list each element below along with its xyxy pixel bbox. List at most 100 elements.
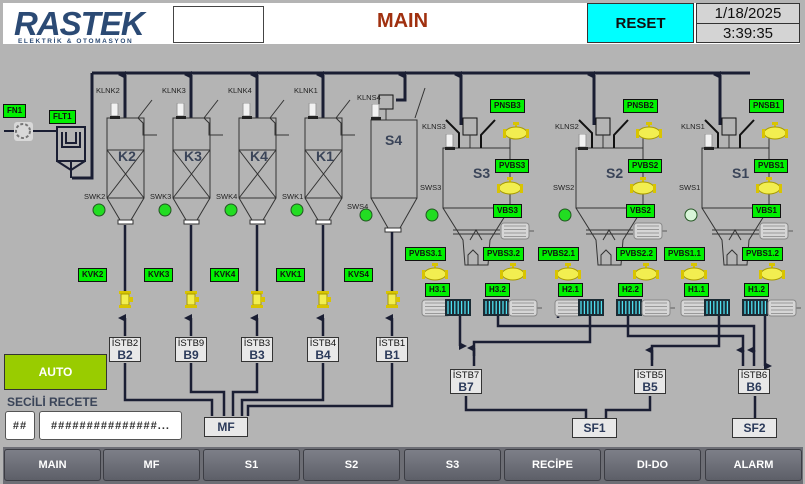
- sensor-tag-swk2: SWK2: [84, 192, 106, 201]
- valve-pvbs2[interactable]: [630, 177, 656, 195]
- gate-valve-kvk1[interactable]: [314, 289, 332, 309]
- label-pvbs1: PVBS1: [754, 159, 789, 173]
- scale-b7[interactable]: İSTB7 B7: [450, 369, 482, 394]
- valve-tag-klnk3: KLNK3: [162, 86, 186, 95]
- valve-pvbs1[interactable]: [756, 177, 782, 195]
- valve-pvbs2-1[interactable]: [555, 263, 581, 281]
- heater-h1-2[interactable]: [742, 299, 768, 316]
- nav-s1[interactable]: S1: [203, 449, 300, 481]
- gate-valve-kvs4[interactable]: [383, 289, 401, 309]
- damper-klns3[interactable]: [445, 134, 455, 150]
- valve-pvbs2-2[interactable]: [633, 263, 659, 281]
- recipe-name-field[interactable]: ###############...: [39, 411, 182, 440]
- label-h2-2: H2.2: [618, 283, 643, 297]
- nav-mf[interactable]: MF: [103, 449, 200, 481]
- motor-vbs1[interactable]: [758, 221, 794, 241]
- scale-b5-name: B5: [642, 380, 658, 394]
- label-pvbs3-1: PVBS3.1: [405, 247, 446, 261]
- scale-b7-id: İSTB7: [452, 370, 480, 381]
- sensor-tag-sws3: SWS3: [420, 183, 442, 192]
- silo-name-k3: K3: [184, 148, 202, 164]
- heater-h2-1[interactable]: [578, 299, 604, 316]
- message-field: [173, 6, 264, 43]
- gate-valve-kvk2[interactable]: [116, 289, 134, 309]
- nav-s2[interactable]: S2: [303, 449, 400, 481]
- nav-recipe[interactable]: RECİPE: [504, 449, 601, 481]
- motor-h3-2[interactable]: [507, 298, 543, 318]
- gate-label-kvk3: KVK3: [144, 268, 174, 282]
- label-pvbs2: PVBS2: [628, 159, 663, 173]
- gate-valve-kvk3[interactable]: [182, 289, 200, 309]
- label-pnsb1: PNSB1: [749, 99, 784, 113]
- damper-klnk3[interactable]: [176, 103, 186, 119]
- reset-button[interactable]: RESET: [587, 3, 694, 43]
- level-sensor-swk1: [290, 203, 304, 217]
- page-title: MAIN: [376, 10, 429, 32]
- motor-vbs2[interactable]: [632, 221, 668, 241]
- label-h1-2: H1.2: [744, 283, 769, 297]
- motor-h2-2[interactable]: [640, 298, 676, 318]
- valve-tag-klns1: KLNS1: [681, 122, 705, 131]
- heater-h3-1[interactable]: [445, 299, 471, 316]
- damper-klns2[interactable]: [578, 134, 588, 150]
- scale-name: B4: [315, 348, 331, 362]
- valve-pvbs3-1[interactable]: [422, 263, 448, 281]
- silo-name-s4: S4: [385, 132, 403, 148]
- mixer-sf2[interactable]: SF2: [732, 418, 777, 438]
- company-logo: RASTEK ELEKTRİK & OTOMASYON: [8, 5, 168, 45]
- motor-vbs3[interactable]: [499, 221, 535, 241]
- valve-pnsb2[interactable]: [636, 122, 662, 140]
- auto-mode-button[interactable]: AUTO: [4, 354, 107, 390]
- scale-b5[interactable]: İSTB5 B5: [634, 369, 666, 394]
- valve-tag-klnk2: KLNK2: [96, 86, 120, 95]
- recipe-number-field[interactable]: ##: [5, 411, 35, 440]
- nav-di-do[interactable]: DI-DO: [604, 449, 701, 481]
- filter-label: FLT1: [49, 110, 76, 124]
- mixer-sf1[interactable]: SF1: [572, 418, 617, 438]
- gate-valve-kvk4[interactable]: [248, 289, 266, 309]
- heater-h2-2[interactable]: [616, 299, 642, 316]
- gate-label-kvk4: KVK4: [210, 268, 240, 282]
- damper-klnk4[interactable]: [242, 103, 252, 119]
- nav-s3[interactable]: S3: [404, 449, 501, 481]
- mixer-mf[interactable]: MF: [204, 417, 248, 437]
- damper-klnk1[interactable]: [308, 103, 318, 119]
- valve-pvbs1-1[interactable]: [681, 263, 707, 281]
- mixer-mf-label: MF: [217, 420, 235, 434]
- silo-k1: [304, 117, 343, 199]
- valve-pvbs3-2[interactable]: [500, 263, 526, 281]
- valve-pnsb3[interactable]: [503, 122, 529, 140]
- time-display: 3:39:35: [722, 25, 774, 42]
- valve-pvbs3[interactable]: [497, 177, 523, 195]
- valve-pnsb1[interactable]: [762, 122, 788, 140]
- valve-pvbs1-2[interactable]: [759, 263, 785, 281]
- sensor-tag-swk1: SWK1: [282, 192, 304, 201]
- sensor-tag-swk4: SWK4: [216, 192, 238, 201]
- scale-b6[interactable]: İSTB6 B6: [738, 369, 770, 394]
- damper-klns4[interactable]: [371, 104, 381, 120]
- fan-label: FN1: [3, 104, 27, 118]
- valve-tag-klnk4: KLNK4: [228, 86, 252, 95]
- sensor-tag-sws2: SWS2: [553, 183, 575, 192]
- scale-b6-name: B6: [746, 380, 762, 394]
- label-pnsb3: PNSB3: [490, 99, 525, 113]
- logo-text: RASTEK: [14, 5, 145, 42]
- label-pvbs2-1: PVBS2.1: [538, 247, 579, 261]
- damper-klns1[interactable]: [704, 134, 714, 150]
- heater-h1-1[interactable]: [704, 299, 730, 316]
- motor-h1-2[interactable]: [766, 298, 802, 318]
- silo-name-k1: K1: [316, 148, 334, 164]
- damper-klnk2[interactable]: [110, 103, 120, 119]
- label-pvbs1-1: PVBS1.1: [664, 247, 705, 261]
- valve-tag-klnk1: KLNK1: [294, 86, 318, 95]
- heater-h3-2[interactable]: [483, 299, 509, 316]
- nav-main[interactable]: MAIN: [4, 449, 101, 481]
- level-sensor-sws2: [558, 208, 572, 222]
- nav-alarm[interactable]: ALARM: [705, 449, 802, 481]
